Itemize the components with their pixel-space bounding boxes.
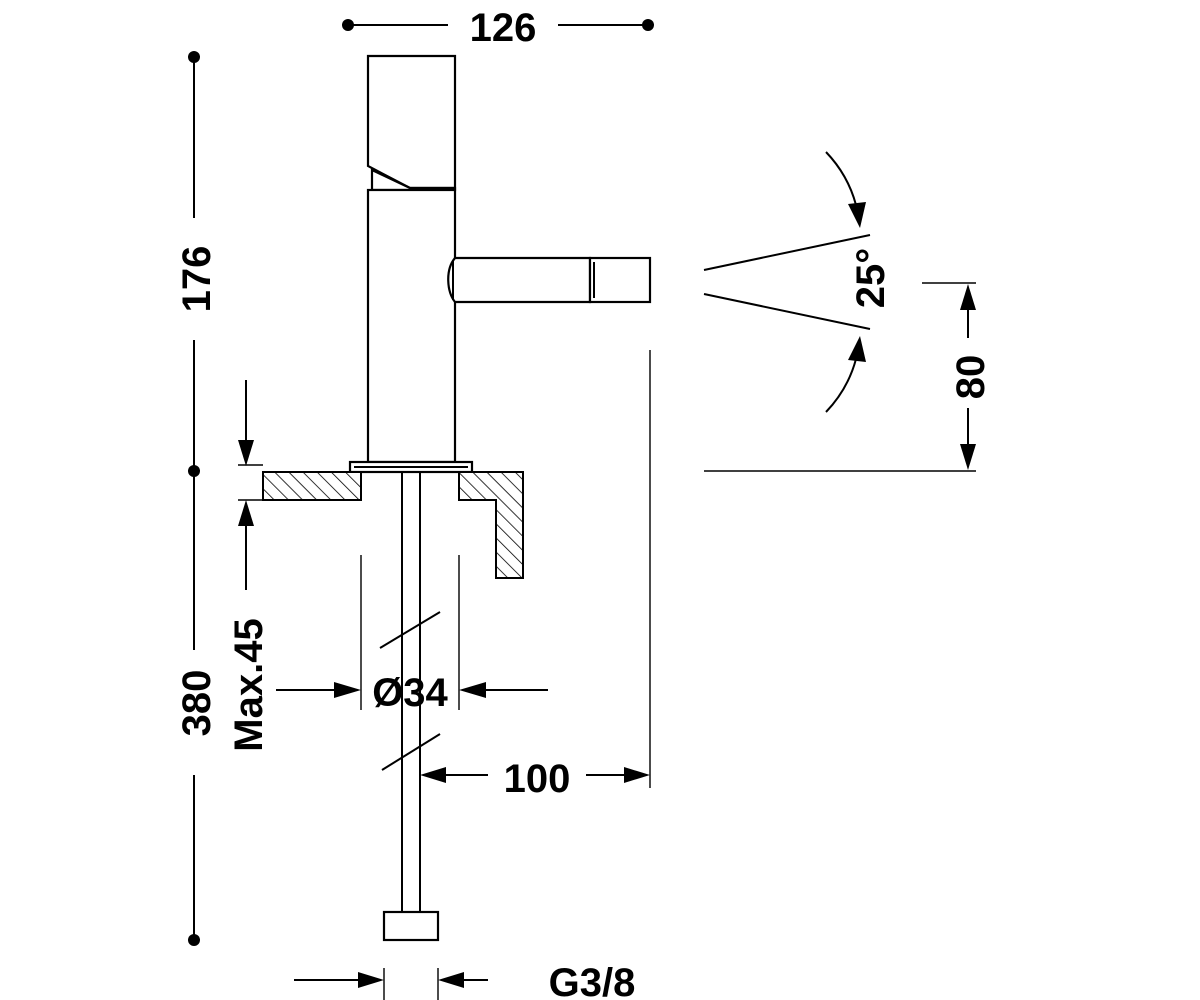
dim-label-d34: Ø34 (372, 671, 448, 715)
dim-label-max45: Max.45 (227, 618, 271, 751)
spout (447, 256, 592, 304)
aerator-head (588, 256, 652, 304)
dim-label-380: 380 (175, 670, 219, 737)
dim-label-176: 176 (175, 246, 219, 313)
dim-spout-reach: 100 (420, 350, 651, 801)
dim-hole-diameter: Ø34 (276, 555, 548, 715)
dim-spout-height: 80 (704, 282, 993, 472)
dim-label-126: 126 (470, 6, 537, 50)
dim-label-80: 80 (949, 355, 993, 400)
hose-connector (382, 910, 440, 942)
dim-connection-thread: G3/8 (294, 961, 635, 1000)
dim-label-100: 100 (504, 757, 571, 801)
dim-deck-thickness: Max.45 (227, 380, 271, 752)
dim-label-25deg: 25° (849, 248, 893, 309)
dim-label-g38: G3/8 (549, 961, 636, 1000)
dim-heights-left: 176 380 (175, 51, 219, 946)
deck-right-section (458, 471, 524, 579)
mixer-body (348, 54, 652, 474)
lever-handle (366, 54, 457, 190)
dim-spray-angle: 25° (703, 151, 893, 413)
dim-width-126: 126 (342, 6, 654, 50)
supply-hose (379, 472, 441, 942)
deck-section (262, 471, 524, 579)
mixer-column (366, 188, 457, 464)
deck-left-section (262, 471, 362, 501)
